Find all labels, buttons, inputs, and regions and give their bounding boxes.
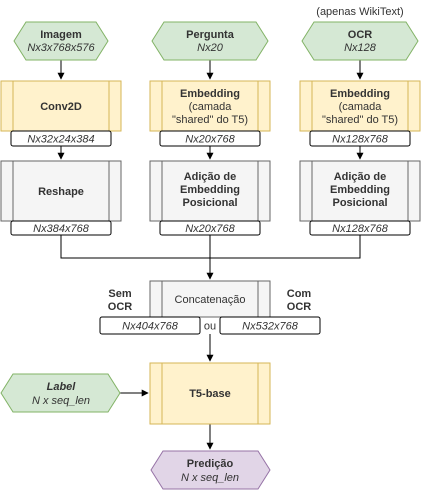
concat-shape-com-box: Nx532x768	[219, 316, 321, 335]
com-ocr-label: Com OCR	[287, 288, 312, 313]
input-label: Label N x seq_len	[0, 373, 121, 413]
conv2d-shape-box: Nx32x24x384	[10, 130, 112, 147]
sem-ocr-line2: OCR	[108, 301, 133, 313]
sem-ocr-line1: Sem	[108, 288, 131, 300]
sem-ocr-label: Sem OCR	[108, 288, 133, 313]
concat-or: ou	[204, 321, 216, 333]
com-ocr-line2: OCR	[287, 301, 312, 313]
concat-process: Concatenação	[149, 280, 271, 318]
label-title: Label	[47, 381, 77, 393]
embedding-question-line3: "shared" do T5)	[172, 114, 248, 126]
posenc-ocr-process: Adição de Embedding Posicional	[299, 160, 421, 222]
reshape-shape-box: Nx384x768	[10, 220, 112, 236]
concat-label: Concatenação	[175, 294, 246, 306]
label-shape: N x seq_len	[32, 395, 90, 407]
posenc-ocr-line1: Adição de	[334, 171, 387, 183]
embedding-ocr-line2: (camada	[339, 101, 383, 113]
predicao-shape: N x seq_len	[181, 472, 239, 484]
embedding-ocr-process: Embedding (camada "shared" do T5)	[299, 80, 421, 132]
imagem-title: Imagem	[40, 29, 82, 41]
conv2d-label: Conv2D	[40, 101, 82, 113]
embedding-ocr-line3: "shared" do T5)	[322, 114, 398, 126]
output-predicao: Predição N x seq_len	[150, 450, 271, 490]
embedding-question-out-shape: Nx20x768	[185, 134, 235, 146]
reshape-process: Reshape	[0, 160, 122, 222]
hexagon-ocr	[301, 21, 419, 61]
posenc-ocr-line2: Embedding	[330, 184, 390, 196]
ocr-note: (apenas WikiText)	[316, 6, 403, 18]
reshape-label: Reshape	[38, 186, 84, 198]
predicao-title: Predição	[187, 458, 234, 470]
hexagon-pergunta	[151, 21, 269, 61]
pergunta-shape: Nx20	[197, 42, 224, 54]
embedding-question-title: Embedding	[180, 88, 240, 100]
concat-shape-sem: Nx404x768	[122, 321, 179, 333]
connectors	[57, 60, 364, 450]
embedding-question-line2: (camada	[189, 101, 233, 113]
pergunta-title: Pergunta	[186, 29, 235, 41]
ocr-title: OCR	[348, 29, 373, 41]
posenc-question-shape-box: Nx20x768	[159, 220, 261, 236]
imagem-shape: Nx3x768x576	[27, 42, 95, 54]
embedding-question-shape-box: Nx20x768	[159, 130, 261, 147]
ocr-shape: Nx128	[344, 42, 377, 54]
hexagon-predicao	[150, 450, 271, 490]
posenc-question-process: Adição de Embedding Posicional	[149, 160, 271, 222]
embedding-ocr-out-shape: Nx128x768	[332, 134, 389, 146]
input-imagem: Imagem Nx3x768x576	[13, 21, 109, 61]
posenc-ocr-shape-box: Nx128x768	[309, 220, 411, 236]
conv2d-process: Conv2D	[0, 80, 122, 132]
t5-base-label: T5-base	[189, 388, 231, 400]
conv2d-out-shape: Nx32x24x384	[27, 134, 94, 146]
input-ocr: (apenas WikiText) OCR Nx128	[301, 6, 419, 61]
posenc-ocr-line3: Posicional	[332, 197, 387, 209]
input-pergunta: Pergunta Nx20	[151, 21, 269, 61]
concat-shape-com: Nx532x768	[242, 321, 299, 333]
reshape-out-shape: Nx384x768	[33, 223, 90, 235]
concat-shape-sem-box: Nx404x768	[99, 316, 201, 335]
t5-base-process: T5-base	[149, 362, 271, 425]
posenc-question-out-shape: Nx20x768	[185, 223, 235, 235]
hexagon-label	[0, 373, 121, 413]
embedding-question-process: Embedding (camada "shared" do T5)	[149, 80, 271, 132]
posenc-question-line2: Embedding	[180, 184, 240, 196]
posenc-ocr-out-shape: Nx128x768	[332, 223, 389, 235]
com-ocr-line1: Com	[287, 288, 312, 300]
hexagon-imagem	[13, 21, 109, 61]
embedding-ocr-shape-box: Nx128x768	[309, 130, 411, 147]
embedding-ocr-title: Embedding	[330, 88, 390, 100]
posenc-question-line3: Posicional	[182, 197, 237, 209]
posenc-question-line1: Adição de	[184, 171, 237, 183]
